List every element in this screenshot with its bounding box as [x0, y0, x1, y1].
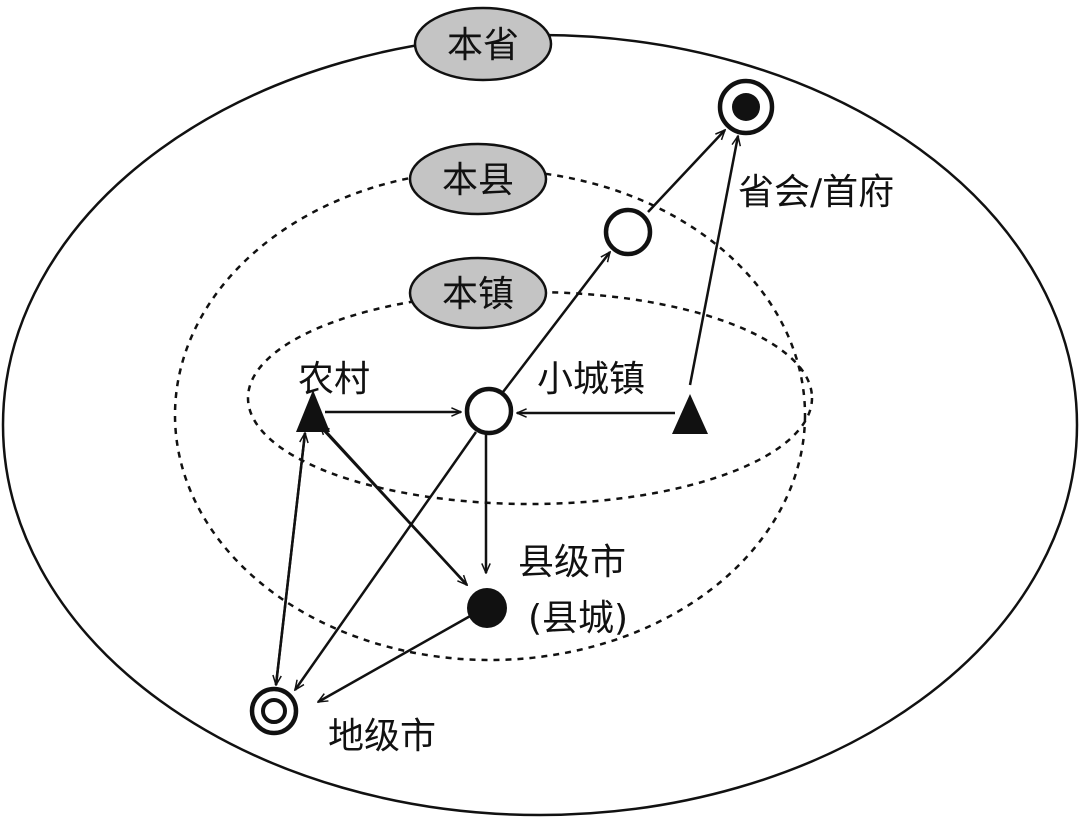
province-label: 本省	[447, 25, 519, 66]
right-town-triangle-icon	[672, 394, 708, 434]
county-city-label: 县级市	[518, 542, 626, 583]
prefecture-city-label: 地级市	[328, 716, 436, 757]
small-town-label: 小城镇	[537, 359, 645, 400]
province-badge: 本省	[413, 6, 553, 82]
village-triangle-icon	[296, 390, 330, 432]
town-label: 本镇	[442, 274, 514, 315]
migration-arrows	[274, 130, 738, 704]
arrow-right-town-to-capital	[688, 136, 738, 386]
province-boundary	[1, 33, 1079, 817]
village-label: 农村	[298, 359, 370, 400]
county-ring-node	[603, 207, 653, 257]
provincial-capital-node	[717, 78, 775, 136]
arrow-prefecture-to-village	[274, 433, 305, 686]
county-city-sublabel: (县城)	[528, 598, 628, 639]
arrow-countycity-to-prefecture	[318, 613, 473, 704]
prefecture-city-node	[249, 686, 299, 736]
provincial-capital-label: 省会/首府	[738, 172, 894, 213]
arrow-smalltown-to-prefecture	[295, 431, 478, 690]
small-town-node	[464, 386, 514, 436]
town-badge: 本镇	[408, 256, 548, 330]
county-city-node	[467, 588, 507, 628]
county-badge: 本县	[408, 142, 548, 216]
arrow-ring-to-capital	[647, 130, 725, 213]
arrow-countycity-to-village	[320, 425, 468, 586]
county-label: 本县	[442, 160, 514, 201]
arrow-smalltown-to-ring	[502, 252, 610, 393]
